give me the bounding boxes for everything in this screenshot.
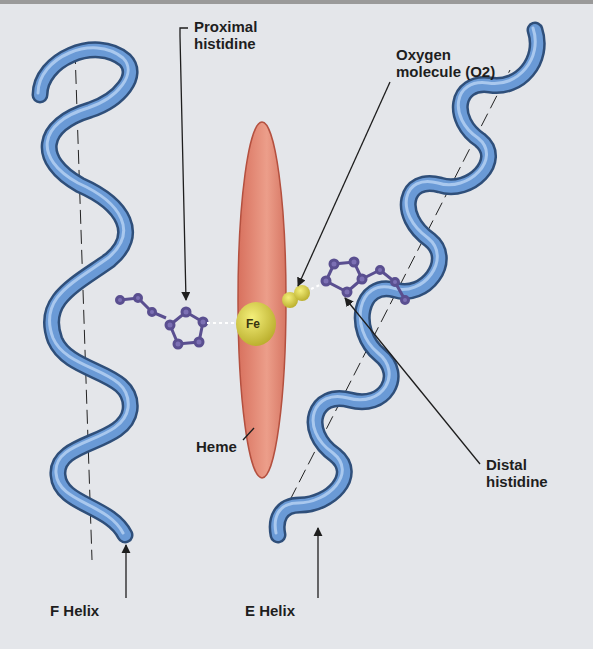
part-label: Heme	[196, 438, 256, 455]
proximal-histidine-molecule	[117, 295, 208, 349]
part-label: Proximal histidine	[194, 18, 284, 52]
helix-axis	[75, 50, 92, 560]
leader-lines	[126, 28, 480, 598]
heme-disc	[238, 122, 286, 478]
distal-histidine-molecule	[322, 258, 409, 304]
part-label: Oxygen molecule (O2)	[396, 46, 506, 80]
part-label: Distal histidine	[486, 456, 576, 490]
part-label: E Helix	[245, 602, 317, 619]
f-helix-tube	[38, 48, 130, 535]
atom-label: Fe	[246, 316, 268, 333]
part-label: F Helix	[50, 602, 122, 619]
iron-atom	[236, 302, 276, 346]
oxygen-atom	[294, 285, 310, 301]
coordination-bond	[207, 322, 240, 324]
